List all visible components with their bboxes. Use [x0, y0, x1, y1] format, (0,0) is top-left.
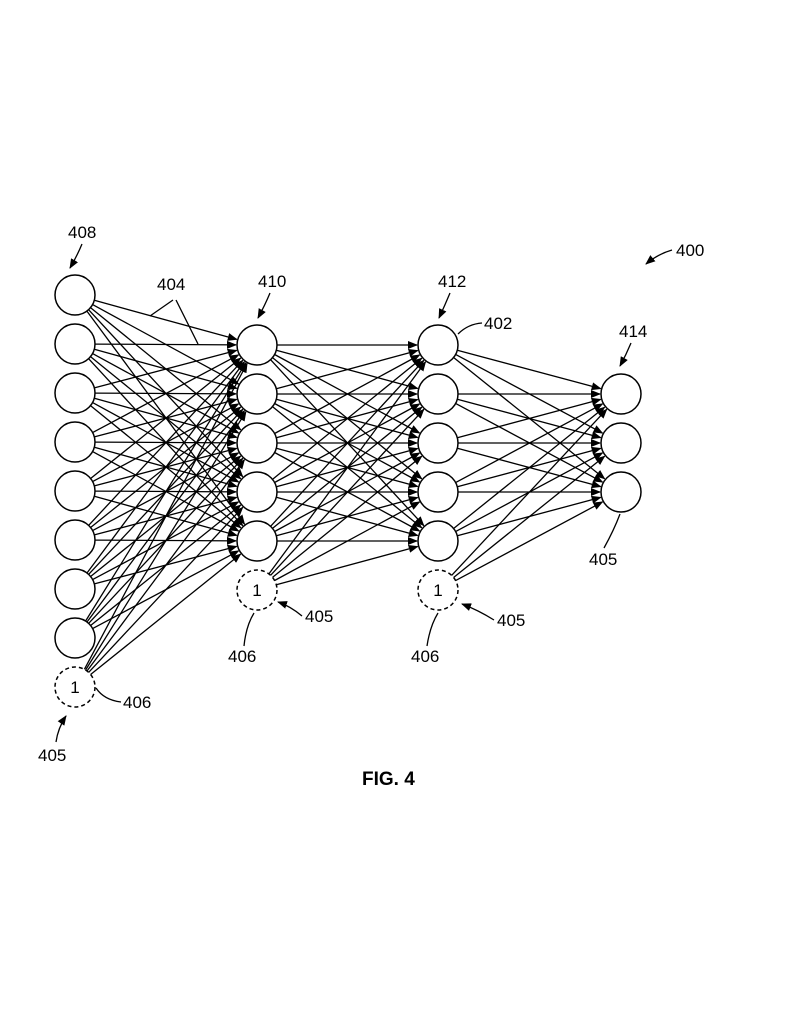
connection-line — [274, 354, 421, 435]
bias-node-text: 1 — [433, 581, 442, 600]
neuron-node — [54, 372, 96, 414]
bias-node — [54, 666, 96, 708]
leader-line-406-layer3 — [426, 612, 439, 647]
leader-line-406-layer1 — [95, 687, 122, 703]
neuron-node — [236, 520, 278, 562]
neuron-node — [600, 373, 642, 415]
neuron-node — [236, 324, 278, 366]
neuron-node — [417, 373, 459, 415]
neuron-node — [54, 617, 96, 659]
leader-line-404-b — [175, 299, 199, 345]
neuron-node — [417, 520, 459, 562]
connection-line — [94, 340, 237, 349]
connection-line — [272, 357, 423, 480]
connection-line — [268, 361, 427, 575]
connection-line — [270, 359, 425, 527]
neuron-node — [54, 470, 96, 512]
bias-node — [236, 569, 278, 611]
neuron-node — [54, 274, 96, 316]
node-label-402: 402 — [484, 314, 512, 333]
connection-line — [457, 397, 602, 439]
connection-line — [274, 501, 421, 582]
connection-line — [88, 506, 244, 673]
bias-node-text: 1 — [70, 678, 79, 697]
leader-line-402 — [457, 322, 483, 335]
connection-line — [85, 410, 247, 671]
connection-line — [86, 360, 245, 574]
connection-line — [85, 361, 247, 622]
leader-arrow-414 — [619, 342, 632, 367]
bias-label-405-layer2: 405 — [305, 607, 333, 626]
annotations: 408 404 410 412 402 414 400 406 405 405 … — [38, 223, 704, 790]
connection-line — [92, 354, 240, 434]
connection-line — [455, 501, 604, 582]
bias-label-405-layer1: 405 — [38, 746, 66, 765]
connection-line — [453, 455, 606, 579]
layer-label-410: 410 — [258, 272, 286, 291]
leader-arrow-408 — [69, 243, 83, 269]
connection-line — [272, 455, 423, 578]
neuron-node — [417, 422, 459, 464]
neuron-node — [417, 324, 459, 366]
leader-arrow-410 — [257, 292, 271, 319]
leader-line-406-layer2 — [243, 612, 255, 647]
connection-line — [276, 544, 419, 586]
leader-arrow-405-layer2 — [277, 601, 303, 617]
connection-line — [88, 359, 244, 526]
connection-line — [453, 406, 606, 530]
neuron-node — [236, 422, 278, 464]
bias-label-406-layer2: 406 — [228, 647, 256, 666]
neuron-node — [54, 568, 96, 610]
connection-line — [94, 348, 238, 389]
connection-line — [455, 403, 604, 484]
layer-label-412: 412 — [438, 272, 466, 291]
network-nodes: 1 1 1 — [54, 274, 642, 708]
bias-node-text: 1 — [252, 581, 261, 600]
neuron-node — [236, 373, 278, 415]
figure-label-400: 400 — [676, 241, 704, 260]
connection-line — [90, 357, 242, 480]
figure-caption: FIG. 4 — [362, 769, 415, 790]
leader-arrow-405-layer3 — [461, 603, 495, 621]
neuron-node — [236, 471, 278, 513]
neuron-node — [600, 471, 642, 513]
neuron-node — [600, 422, 642, 464]
connection-line — [90, 553, 242, 676]
connection-line — [276, 348, 419, 390]
output-label-405: 405 — [589, 550, 617, 569]
bias-node — [417, 569, 459, 611]
neuron-node — [54, 323, 96, 365]
leader-line-404-a — [149, 299, 174, 317]
bias-label-406-layer1: 406 — [123, 693, 151, 712]
connection-line — [457, 349, 602, 391]
leader-arrow-412 — [438, 292, 451, 319]
leader-line-405-output — [603, 513, 621, 549]
connection-line — [451, 408, 608, 576]
neuron-node — [54, 519, 96, 561]
neuron-node — [417, 471, 459, 513]
bias-label-405-layer3: 405 — [497, 611, 525, 630]
neuron-node — [54, 421, 96, 463]
connection-lines — [83, 299, 608, 676]
connection-line — [86, 458, 245, 672]
leader-arrow-405-layer1 — [55, 715, 67, 743]
layer-label-414: 414 — [619, 322, 647, 341]
layer-label-408: 408 — [68, 223, 96, 242]
leader-arrow-400 — [645, 249, 673, 265]
connection-line — [94, 299, 238, 341]
connection-line — [83, 362, 248, 670]
connection-line — [270, 408, 425, 576]
connections-label-404: 404 — [157, 275, 185, 294]
bias-label-406-layer3: 406 — [411, 647, 439, 666]
